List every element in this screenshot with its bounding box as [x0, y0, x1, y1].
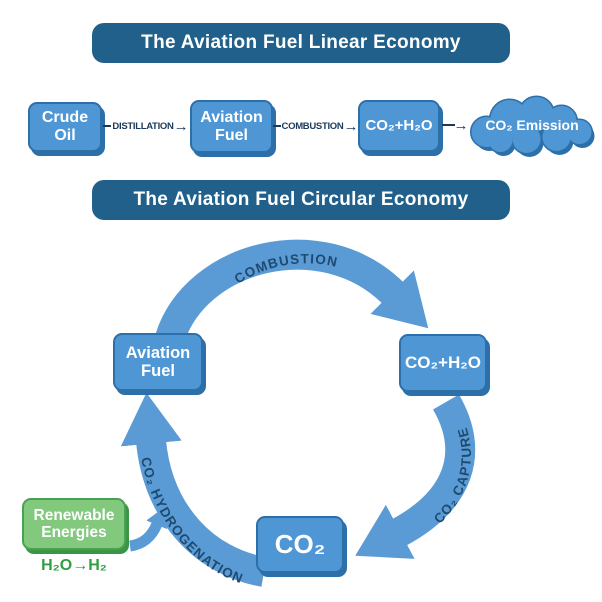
linear-economy-title: The Aviation Fuel Linear Economy	[92, 23, 510, 63]
aviation-fuel-node-linear: Aviation Fuel	[190, 100, 273, 153]
aviation-fuel-node-circular: Aviation Fuel	[113, 333, 203, 391]
hydrogenation-arc-arrow	[120, 392, 268, 587]
co2-node: CO₂	[256, 516, 344, 573]
co2-h2o-node-linear: CO₂+H₂O	[358, 100, 440, 152]
combustion-label: COMBUSTION	[281, 120, 344, 132]
circular-economy-title: The Aviation Fuel Circular Economy	[92, 180, 510, 220]
connector-line	[441, 124, 455, 126]
right-arrow-icon: →	[343, 117, 359, 135]
emission-cloud-icon	[470, 95, 595, 157]
right-arrow-icon: →	[173, 117, 189, 135]
right-arrow-icon: →	[453, 116, 469, 134]
connector-line	[103, 125, 112, 127]
renewable-energies-node: Renewable Energies	[22, 498, 126, 550]
emission-cloud-label: CO₂ Emission	[485, 117, 579, 133]
renewable-input-arrow	[128, 507, 167, 552]
co2-capture-arc-arrow	[355, 394, 476, 559]
crude-oil-node: Crude Oil	[28, 102, 102, 152]
combustion-arrow: COMBUSTION →	[272, 117, 359, 135]
co2-h2o-node-circular: CO₂+H₂O	[399, 334, 487, 392]
distillation-label: DISTILLATION	[112, 120, 174, 132]
cloud-body	[471, 97, 592, 153]
connector-line	[272, 125, 281, 127]
distillation-arrow: DISTILLATION →	[102, 118, 190, 134]
hydrogen-reaction-label: H₂O→H₂	[41, 557, 107, 574]
combustion-arc-arrow	[155, 239, 429, 344]
emission-arrow: →	[441, 116, 469, 134]
